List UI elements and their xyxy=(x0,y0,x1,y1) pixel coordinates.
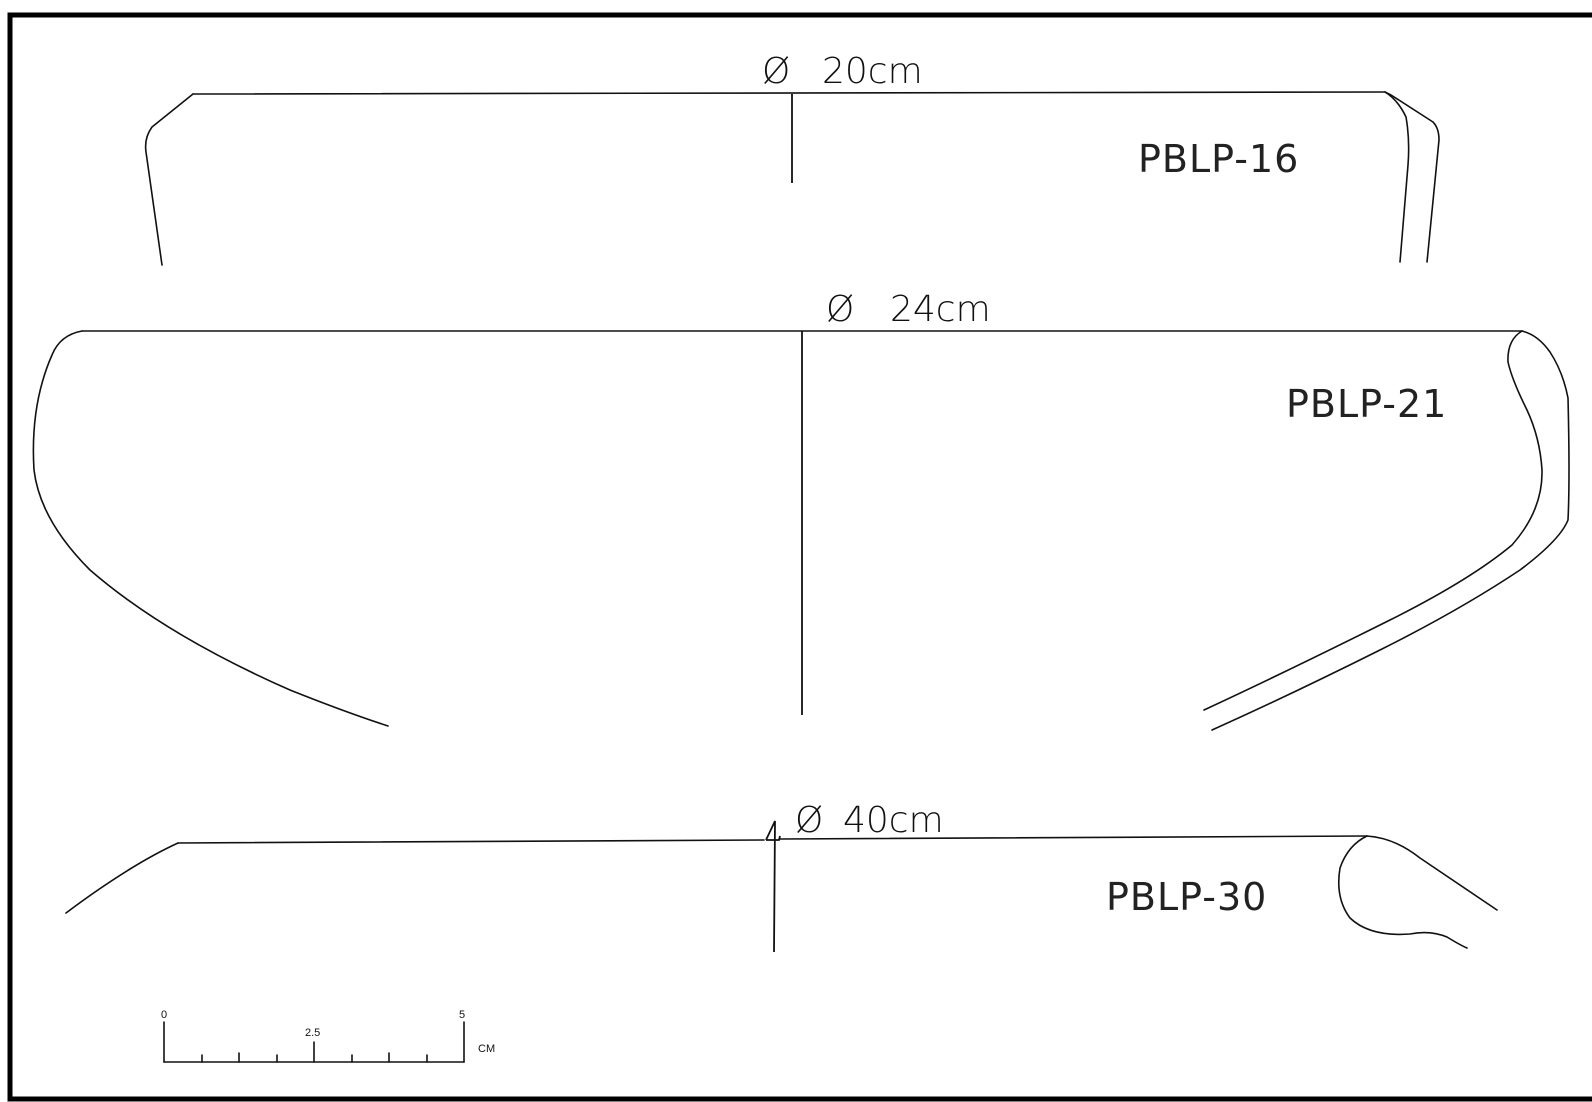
rim-line-16 xyxy=(192,91,1386,95)
left-rim-profile-16 xyxy=(144,93,194,266)
scale-unit-label: CM xyxy=(478,1043,495,1055)
diameter-symbol: Ø xyxy=(795,800,823,841)
diameter-value-30: 40cm xyxy=(843,800,944,841)
break-axis-30 xyxy=(765,820,781,953)
scale-label-5: 5 xyxy=(459,1009,465,1021)
diameter-callout-16: Ø 20cm xyxy=(762,51,923,92)
sherd-profile-pblp-16: Ø 20cm PBLP-16 xyxy=(144,51,1440,266)
diameter-callout-21: Ø 24cm xyxy=(826,289,991,330)
scale-bar: 0 2.5 5 CM xyxy=(161,1009,495,1063)
sherd-profile-pblp-30: Ø 40cm PBLP-30 xyxy=(65,800,1498,953)
sherd-label-pblp-30: PBLP-30 xyxy=(1106,875,1267,919)
right-rim-top-30 xyxy=(1366,835,1498,911)
right-wall-outer-21 xyxy=(1211,330,1570,731)
diameter-symbol: Ø xyxy=(826,289,854,330)
diameter-value-21: 24cm xyxy=(890,289,991,330)
rim-line-30-left xyxy=(177,839,765,844)
sherd-label-pblp-16: PBLP-16 xyxy=(1138,137,1299,181)
diameter-value-16: 20cm xyxy=(822,51,923,92)
right-wall-inner-16 xyxy=(1384,91,1410,263)
diameter-callout-30: Ø 40cm xyxy=(795,800,944,841)
sherd-label-pblp-21: PBLP-21 xyxy=(1286,382,1447,426)
right-wall-outer-16 xyxy=(1384,91,1440,263)
rim-line-30-right xyxy=(779,835,1368,840)
drawing-frame xyxy=(7,12,1592,1102)
scale-label-2-5: 2.5 xyxy=(305,1027,320,1039)
left-rim-profile-30 xyxy=(65,842,179,914)
right-rim-section-30 xyxy=(1337,835,1468,949)
diameter-symbol: Ø xyxy=(762,51,790,92)
left-body-profile-21 xyxy=(32,330,389,727)
sherd-profile-pblp-21: Ø 24cm PBLP-21 xyxy=(32,289,1570,731)
right-wall-inner-21 xyxy=(1203,330,1543,711)
scale-label-0: 0 xyxy=(161,1009,167,1021)
